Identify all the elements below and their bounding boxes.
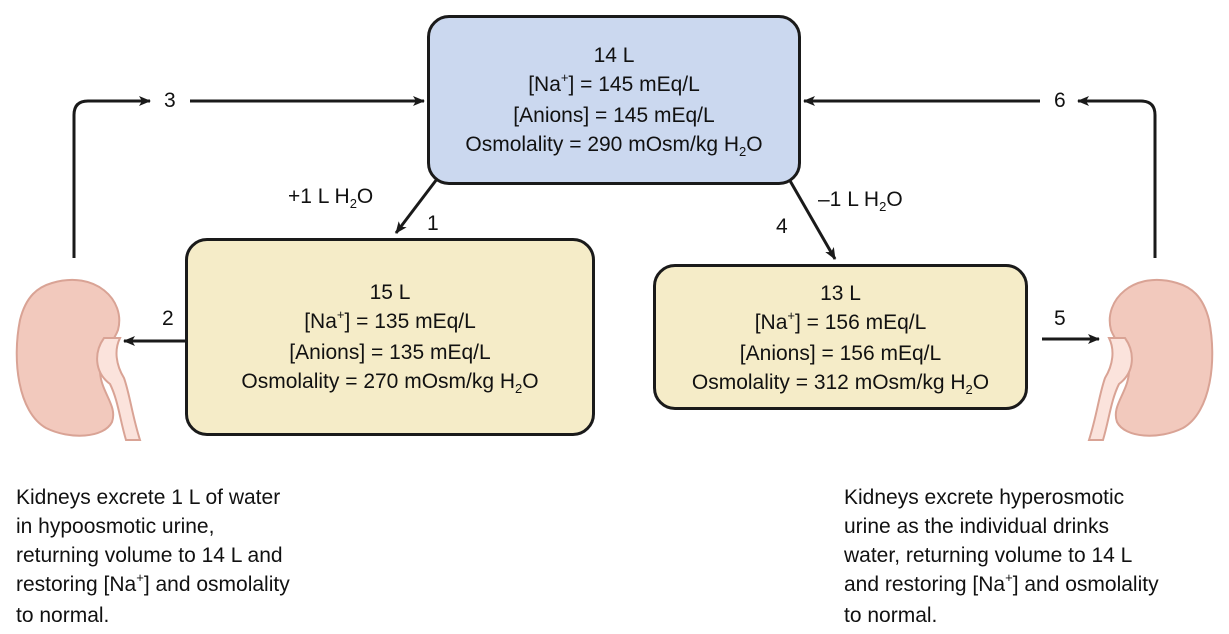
arrow-4 (787, 178, 837, 260)
arrow-1 (394, 178, 439, 234)
box-left-anions: [Anions] = 135 mEq/L (289, 341, 491, 364)
kidney-right-icon (1087, 278, 1214, 441)
label-step-3: 3 (164, 89, 176, 112)
box-top-volume: 14 L (593, 44, 635, 67)
label-step-1: 1 (427, 212, 439, 235)
label-plus-water: +1 L H2O (288, 185, 374, 211)
box-left-osmolality: Osmolality = 270 mOsm/kg H2O (241, 370, 539, 396)
box-top-osmolality: Osmolality = 290 mOsm/kg H2O (465, 133, 763, 159)
label-minus-water: –1 L H2O (818, 188, 903, 214)
label-step-2: 2 (162, 307, 174, 330)
label-step-4: 4 (776, 215, 788, 238)
box-water-loss-state: 13 L [Na+] = 156 mEq/L [Anions] = 156 mE… (653, 264, 1028, 410)
box-left-sodium: [Na+] = 135 mEq/L (304, 307, 476, 333)
box-water-gain-state: 15 L [Na+] = 135 mEq/L [Anions] = 135 mE… (185, 238, 595, 436)
box-right-volume: 13 L (820, 282, 861, 305)
label-step-6: 6 (1054, 89, 1066, 112)
box-initial-state: 14 L [Na+] = 145 mEq/L [Anions] = 145 mE… (427, 15, 801, 185)
caption-right: Kidneys excrete hyperosmotic urine as th… (844, 486, 1159, 627)
arrow-3-lead (72, 96, 151, 258)
box-right-osmolality: Osmolality = 312 mOsm/kg H2O (691, 371, 990, 397)
box-right-sodium: [Na+] = 156 mEq/L (754, 308, 927, 334)
box-top-sodium: [Na+] = 145 mEq/L (528, 70, 700, 96)
caption-left: Kidneys excrete 1 L of water in hypoosmo… (16, 486, 290, 627)
box-right-anions: [Anions] = 156 mEq/L (739, 342, 942, 365)
kidney-left-icon (15, 278, 142, 441)
label-step-5: 5 (1054, 307, 1066, 330)
box-left-volume: 15 L (369, 281, 411, 304)
box-top-anions: [Anions] = 145 mEq/L (513, 104, 715, 127)
arrow-6-lead (1077, 96, 1157, 258)
